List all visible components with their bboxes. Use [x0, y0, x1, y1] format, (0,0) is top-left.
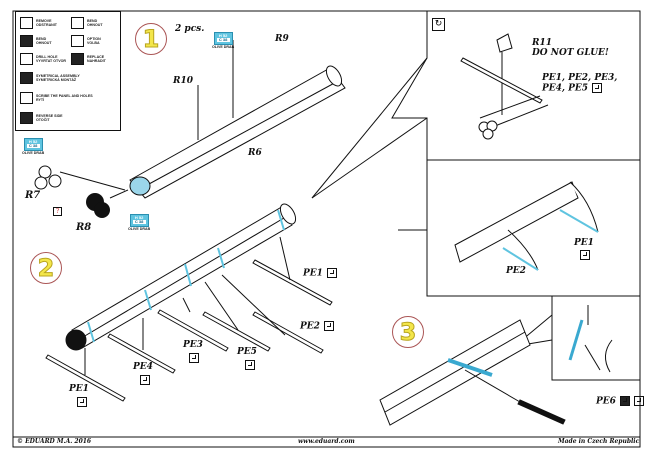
- label-pe5: PE5: [237, 347, 257, 357]
- label-r8: R8: [76, 222, 92, 233]
- website: www.eduard.com: [298, 438, 355, 445]
- step2-bands: [87, 209, 285, 343]
- origin: Made in Czech Republic: [558, 438, 640, 445]
- pe-list-line2: PE4, PE5: [542, 83, 603, 94]
- bend-icon: [20, 35, 33, 47]
- copyright: © EDUARD M.A. 2016: [17, 438, 92, 445]
- step-number-1: 1: [135, 23, 167, 55]
- remove-icon: [20, 17, 33, 29]
- rotate-icon: ↻: [432, 18, 445, 31]
- label-r10: R10: [173, 76, 194, 86]
- r8-part: [86, 193, 110, 218]
- step-number-2: 2: [30, 252, 62, 284]
- pe-list-line1: PE1, PE2, PE3,: [542, 73, 618, 83]
- label-pe2-inset: PE2: [506, 266, 526, 276]
- r7-part: [34, 165, 62, 190]
- step3-drawing: [379, 319, 566, 426]
- bend-icon: [633, 396, 644, 406]
- step2-tube: [65, 203, 297, 351]
- replace-icon: [580, 250, 590, 260]
- label-pe1-lower: PE1: [69, 384, 89, 394]
- bend-icon: [77, 397, 87, 407]
- label-pe2: PE2: [300, 321, 334, 332]
- bend-icon: [71, 17, 84, 29]
- label-pe6: PE6: [596, 396, 644, 407]
- step-number-3: 3: [392, 316, 424, 348]
- drill-hole-icon: [20, 53, 33, 65]
- label-r9: R9: [275, 34, 289, 44]
- quantity-label: 2 pcs.: [175, 24, 205, 34]
- bend-icon: [245, 360, 255, 370]
- do-not-glue-note: DO NOT GLUE!: [532, 48, 609, 58]
- label-pe1-inset: PE1: [574, 238, 594, 248]
- inset-step3-frame: [551, 296, 640, 381]
- label-pe4: PE4: [133, 362, 153, 372]
- option-icon: [71, 35, 84, 47]
- pe-strips: [45, 259, 333, 402]
- symmetrical-assembly-icon: [20, 72, 33, 84]
- scribe-icon: [20, 92, 33, 104]
- replace-icon: [71, 53, 84, 65]
- label-r6: R6: [248, 148, 262, 158]
- inset-mid-frame: [398, 160, 640, 297]
- label-r7: R7: [25, 190, 41, 201]
- reverse-side-icon: [20, 112, 33, 124]
- bend-icon: [592, 83, 603, 93]
- bend-icon: [140, 375, 150, 385]
- bend-icon: [323, 321, 334, 331]
- bend-icon: [189, 353, 199, 363]
- replace-icon: [619, 396, 630, 406]
- inset-top-frame: [391, 11, 640, 161]
- label-pe3: PE3: [183, 340, 203, 350]
- label-pe1: PE1: [303, 268, 337, 279]
- bend-icon: [326, 268, 337, 278]
- step3-inset-drawing: [568, 305, 613, 373]
- footer-frame: [12, 436, 641, 448]
- label-r11: R11: [532, 38, 553, 48]
- inset-mid-drawing: [454, 181, 599, 271]
- inset-top-drawing: [460, 33, 549, 140]
- option-icon: ?: [53, 207, 62, 216]
- step1-tube: [129, 40, 346, 199]
